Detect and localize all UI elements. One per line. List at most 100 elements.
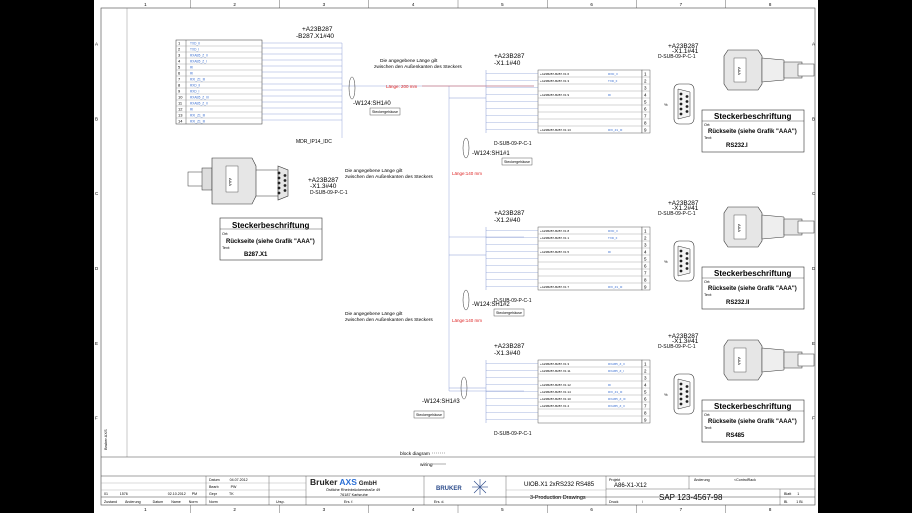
dsub-pin (685, 105, 689, 108)
legend-block: block diagram (400, 451, 430, 457)
dsub-pin (679, 92, 683, 96)
dsub-socket-orientation: % (664, 102, 668, 107)
mdr-pin-number: 1 (178, 41, 181, 46)
dsub-pin (277, 171, 281, 175)
block-ref: +A23B287 (494, 343, 525, 350)
stecker-gehaeuse-3: Steckergehäuse (416, 413, 442, 417)
tb-norm: Norm (209, 500, 218, 504)
druck-sep: / (642, 500, 643, 504)
label-box-ort-label: Ort: (704, 413, 710, 417)
mdr-pin-number: 11 (178, 101, 183, 106)
dsub-pin (679, 382, 683, 386)
wire-pin-number: 5 (644, 100, 647, 105)
block-type: D-SUB-09-P-C-1 (494, 431, 532, 437)
dsub-pin (685, 100, 689, 103)
plug-text: AAA (737, 67, 742, 75)
mdr-signal-name: RXAB5_Z_II (190, 102, 208, 106)
mdr-signal-name: RXI_Z1_III (190, 114, 205, 118)
legend-wiring: wiring (420, 462, 433, 468)
dsub-pin (679, 392, 683, 396)
tb-ursp: Ursp. (276, 500, 285, 504)
wire-pin-number: 6 (644, 107, 647, 112)
mdr-pin-number: 5 (178, 65, 181, 70)
column-label-top: 5 (501, 2, 504, 7)
wire-label: +A23B287-B287.X1:13 (540, 128, 571, 132)
dsub-pin (283, 184, 287, 187)
logo-text: BRUKER (436, 486, 462, 492)
row-label-left: B (95, 116, 98, 121)
dsub-pin (679, 264, 683, 268)
mdr-signal-name: RXAB5_Z_I (190, 60, 207, 64)
bl-of: Bl.1 Bl. (784, 500, 803, 504)
druck-label: Druck (609, 500, 619, 504)
cable-shield-0 (348, 76, 356, 100)
mdr-signal-name: TXD_I (190, 48, 199, 52)
wire-signal: RXI_Z1_III (608, 285, 623, 289)
block-type: D-SUB-09-P-C-1 (494, 298, 532, 304)
sap-number: SAP 123-4567-98 (659, 493, 723, 502)
cable-label-3: -W124:SH1#3 (422, 399, 460, 405)
length-200: Länge: 200 mm (386, 84, 418, 89)
label-box-ort-label: Ort: (704, 123, 710, 127)
row-label-right: A (812, 41, 815, 46)
wire-signal: RXAB5_Z_III (608, 397, 626, 401)
wire-pin-number: 4 (644, 383, 647, 388)
wire-pin-number: 9 (644, 128, 647, 133)
socket-pin: -X1.1#41 (672, 48, 699, 55)
wire-signal: RXAB5_Z_I (608, 369, 624, 373)
mdr-signal-name: RXAB5_Z_III (190, 96, 209, 100)
wire-signal: RXD_II (608, 229, 618, 233)
label-box-text-label: Text: (704, 136, 712, 140)
label-box-text: RS485 (726, 433, 745, 439)
wire-signal: RI (608, 383, 611, 387)
wire-label: +A23B287-B287.X1:3 (540, 362, 569, 366)
wire-label: +A23B287-B287.X1:1 (540, 236, 569, 240)
cable-shield-2 (462, 289, 470, 311)
stecker-gehaeuse-2: Steckergehäuse (496, 311, 522, 315)
plug-text: AAA (737, 224, 742, 232)
mdr-pin-number: 13 (178, 113, 183, 118)
label-box-ort: Rückseite (siehe Grafik "AAA") (708, 286, 797, 292)
mdr-pin-number: 2 (178, 47, 181, 52)
dsub-pin (283, 179, 287, 182)
wire-label: +A23B287-B287.X1:10 (540, 397, 571, 401)
plug-image: AAA (723, 206, 815, 248)
mdr-signal-name: RXD_I (190, 90, 200, 94)
wire-pin-number: 2 (644, 79, 647, 84)
dsub-pin (679, 259, 683, 263)
lower-left-pin: -X1.3#40 (310, 183, 337, 190)
mdr-pin-number: 14 (178, 119, 183, 124)
plug-text: AAA (737, 357, 742, 365)
dsub-pin (685, 267, 689, 270)
length-140b: Länge:140 mm (452, 318, 482, 323)
mdr-pin-number: 10 (178, 95, 183, 100)
dsub-pin (679, 249, 683, 253)
dsub-pin (685, 385, 689, 388)
title-block (101, 475, 815, 505)
dsub-pin (685, 95, 689, 98)
column-label-top: 8 (769, 2, 772, 7)
socket-pin: -X1.2#41 (672, 205, 699, 212)
row-label-right: E (812, 341, 815, 346)
company-addr2: 76187 Karlsruhe (340, 493, 368, 497)
plug-image: AAA (723, 339, 815, 381)
dsub-pin (679, 387, 683, 391)
label-box-ort: Rückseite (siehe Grafik "AAA") (708, 419, 797, 425)
wire-pin-number: 3 (644, 86, 647, 91)
mdr-signal-name: RXAB5_Z_II (190, 54, 208, 58)
wire-label: +A23B287-B287.X1:12 (540, 383, 571, 387)
wire-label: +A23B287-B287.X1:4 (540, 404, 569, 408)
row-label-left: D (95, 266, 99, 271)
column-label-bottom: 7 (680, 507, 683, 512)
row-label-right: F (812, 416, 815, 421)
wire-label: +A23B287-B287.X1:3 (540, 79, 569, 83)
column-label-bottom: 2 (233, 507, 236, 512)
lower-left-plug: AAA (187, 157, 289, 205)
lower-left-type: D-SUB-09-P-C-1 (310, 190, 348, 196)
